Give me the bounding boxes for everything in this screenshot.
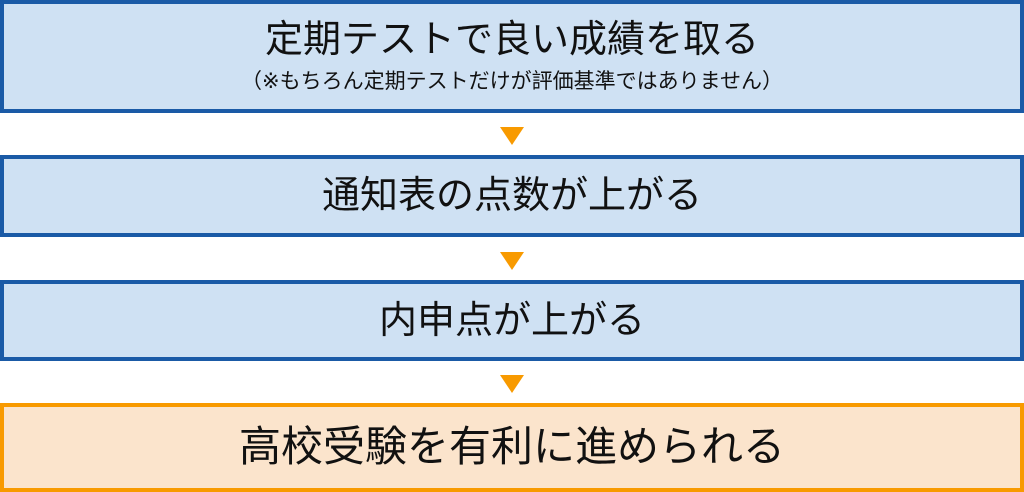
step-1-note: （※もちろん定期テストだけが評価基準ではありません）: [241, 69, 783, 94]
down-arrow-icon: [500, 375, 524, 393]
step-3-text: 内申点が上がる: [378, 297, 645, 342]
step-1-box: 定期テストで良い成績を取る （※もちろん定期テストだけが評価基準ではありません）: [0, 0, 1024, 113]
step-3-box: 内申点が上がる: [0, 280, 1024, 361]
down-arrow-icon: [500, 252, 524, 270]
step-1-text: 定期テストで良い成績を取る: [264, 16, 759, 61]
step-4-box: 高校受験を有利に進められる: [0, 403, 1024, 492]
down-arrow-icon: [500, 127, 524, 145]
step-2-text: 通知表の点数が上がる: [321, 173, 702, 218]
step-4-text: 高校受験を有利に進められる: [238, 422, 785, 472]
step-2-box: 通知表の点数が上がる: [0, 155, 1024, 237]
